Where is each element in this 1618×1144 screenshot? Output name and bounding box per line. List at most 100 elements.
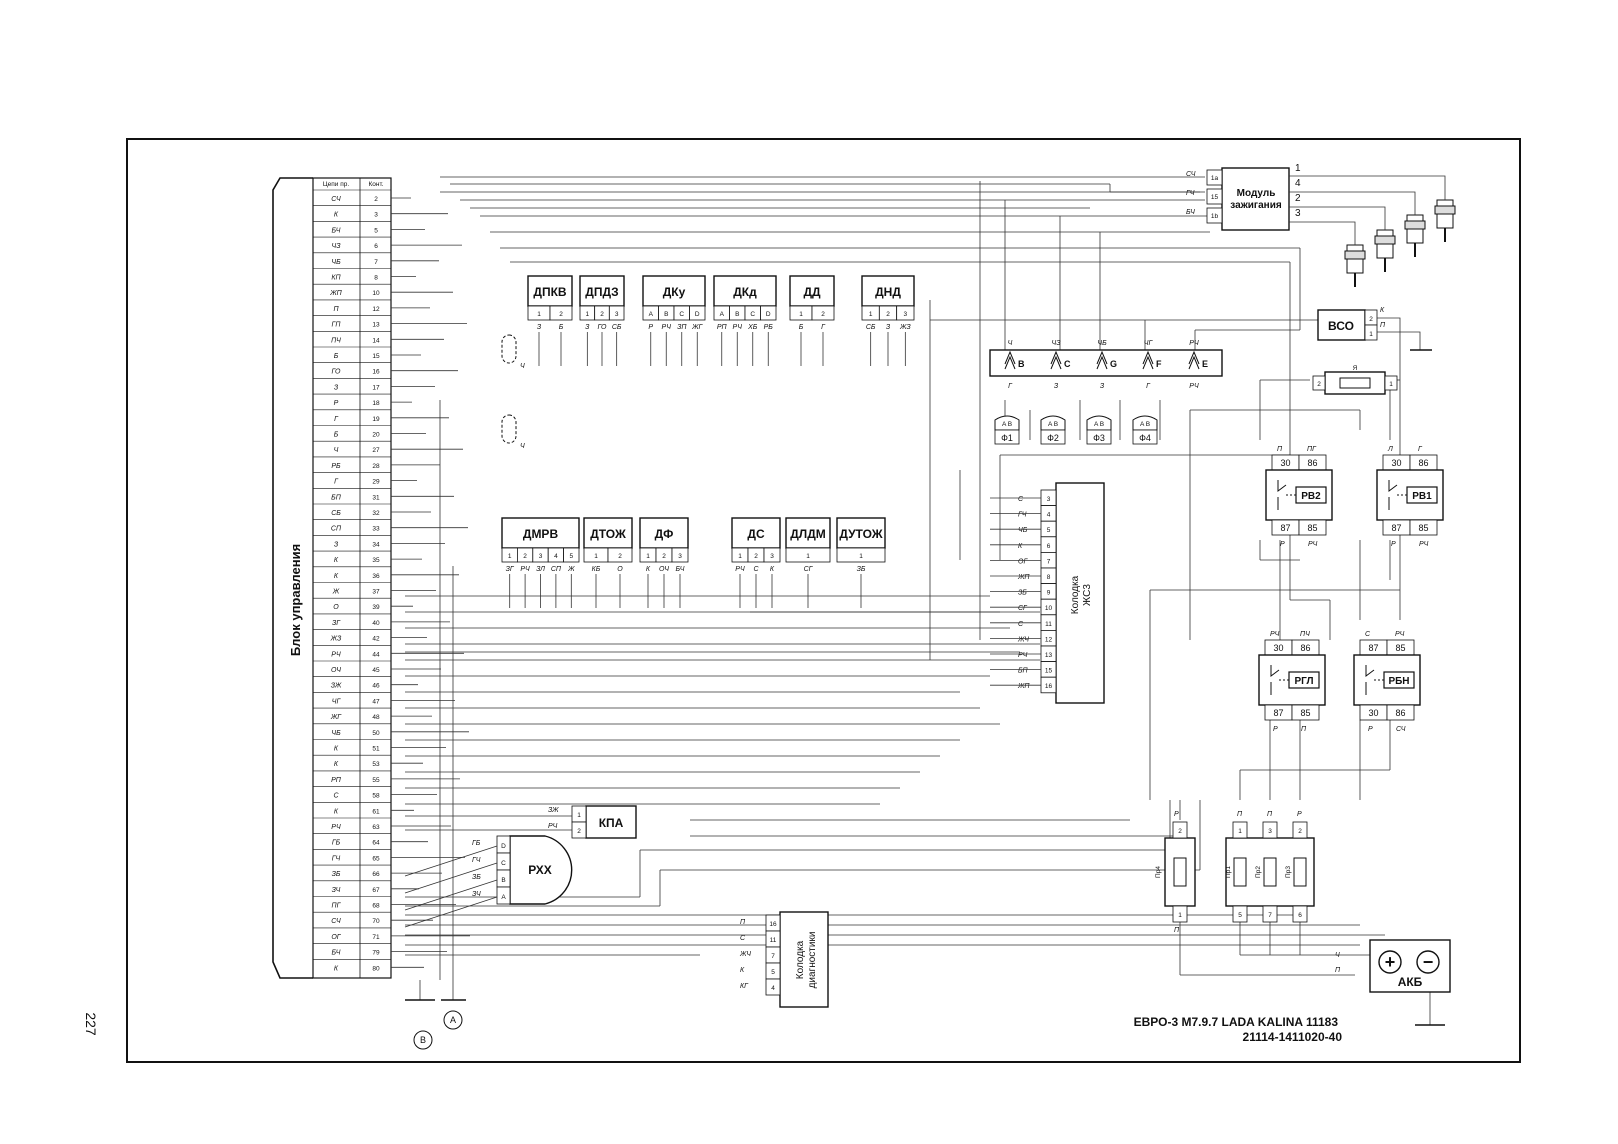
sensor-pin: 1 bbox=[859, 553, 863, 560]
relay-pin: 85 bbox=[1395, 643, 1405, 653]
relay-wire-label: ПЧ bbox=[1300, 631, 1310, 638]
ecu-contact-cell: 48 bbox=[372, 714, 380, 721]
ecu-contact-cell: 2 bbox=[374, 196, 378, 203]
sensor-pin: A bbox=[720, 311, 725, 318]
jcs-wire-label: ЗБ bbox=[1018, 590, 1027, 597]
relay-switch-icon bbox=[1365, 665, 1375, 695]
ecu-contact-cell: 53 bbox=[372, 761, 380, 768]
jcs-pin: 10 bbox=[1045, 605, 1053, 612]
sensor-label: ДУТОЖ bbox=[839, 527, 882, 541]
rxx-wire-label: ГЧ bbox=[472, 857, 481, 864]
ignition-wire-label: СЧ bbox=[1186, 171, 1196, 178]
ecu-circuit-cell: ЗБ bbox=[332, 871, 341, 878]
jcs-pin: 6 bbox=[1047, 543, 1051, 550]
ecu-contact-cell: 40 bbox=[372, 620, 380, 627]
sensor-label: ДЛДМ bbox=[790, 527, 826, 541]
sensor-pin: D bbox=[695, 311, 700, 318]
jcs-pin: 15 bbox=[1045, 668, 1053, 675]
sensor-wire-label: РЧ bbox=[520, 566, 530, 573]
ecu-wires bbox=[391, 197, 470, 968]
ecu-contact-cell: 37 bbox=[372, 589, 380, 596]
sensors-mid-group: ДМРВ1ЗГ2РЧ3ЗЛ4СП5ЖДТОЖ1КБ2ОДФ1К2ОЧ3БЧДС1… bbox=[501, 517, 886, 608]
relay-pin: 86 bbox=[1300, 643, 1310, 653]
sensor-pin: D bbox=[766, 311, 771, 318]
sensor-wire-label: К bbox=[770, 566, 775, 573]
svg-text:2: 2 bbox=[1178, 828, 1182, 835]
ecu-contact-cell: 33 bbox=[372, 526, 380, 533]
sensor-wire-label: БЧ bbox=[676, 566, 685, 573]
ecu-circuit-cell: БП bbox=[331, 494, 342, 501]
svg-text:2: 2 bbox=[1317, 381, 1321, 388]
sensor-pin: C bbox=[750, 311, 755, 318]
relay-pin: 30 bbox=[1368, 708, 1378, 718]
ecu-circuit-cell: СП bbox=[331, 526, 342, 533]
ecu-contact-cell: 68 bbox=[372, 903, 380, 910]
jcs-pin: 13 bbox=[1045, 652, 1053, 659]
ecu-circuit-cell: К bbox=[334, 557, 339, 564]
ecu-circuit-cell: С bbox=[333, 793, 339, 800]
page-number: 227 bbox=[83, 1012, 99, 1036]
relay-pin: 86 bbox=[1418, 458, 1428, 468]
relay-switch-icon bbox=[1270, 665, 1280, 695]
svg-text:КПА: КПА bbox=[599, 816, 624, 830]
fuse-label: Пр3 bbox=[1285, 866, 1292, 878]
jcs-pin: 16 bbox=[1045, 683, 1053, 690]
injector-label: Ф1 bbox=[1001, 433, 1013, 443]
sensor-pin: 2 bbox=[662, 553, 666, 560]
relay-wire-label: Р bbox=[1391, 541, 1396, 548]
svg-text:РХХ: РХХ bbox=[528, 863, 552, 877]
injector-connector-icon bbox=[1004, 350, 1016, 370]
battery-minus-icon: − bbox=[1423, 952, 1434, 972]
svg-text:АКБ: АКБ bbox=[1398, 975, 1423, 989]
relay-pin: 86 bbox=[1395, 708, 1405, 718]
sensor-pin: 2 bbox=[754, 553, 758, 560]
rxx-pin: A bbox=[501, 894, 506, 901]
injector-label: Ф2 bbox=[1047, 433, 1059, 443]
injector-bottom-wire: Г bbox=[1008, 383, 1013, 390]
injector-connector-icon bbox=[1142, 350, 1154, 370]
ecu-circuit-cell: П bbox=[333, 306, 339, 313]
relay-wire-label: РЧ bbox=[1270, 631, 1280, 638]
ecu-contact-cell: 63 bbox=[372, 824, 380, 831]
ecu-contact-cell: 47 bbox=[372, 698, 380, 705]
vso-unit: ВСО 2 1 К П bbox=[1317, 307, 1432, 351]
svg-text:1: 1 bbox=[1369, 331, 1373, 338]
svg-text:Колодка: Колодка bbox=[795, 940, 806, 979]
relay-pin: 87 bbox=[1273, 708, 1283, 718]
ecu-contact-cell: 67 bbox=[372, 887, 380, 894]
ecu-contact-cell: 5 bbox=[374, 227, 378, 234]
ignition-wire-label: БЧ bbox=[1186, 209, 1195, 216]
ecu-contact-cell: 64 bbox=[372, 840, 380, 847]
fuse-wire-label: Р bbox=[1297, 811, 1302, 818]
diag-wire-label: П bbox=[740, 919, 746, 926]
ecu-contact-cell: 55 bbox=[372, 777, 380, 784]
ecu-circuit-cell: ЖП bbox=[329, 290, 342, 297]
diag-pin: 11 bbox=[770, 937, 777, 944]
rxx-wire-label: ГБ bbox=[472, 840, 481, 847]
sensor-wire-label: Г bbox=[821, 324, 826, 331]
ground-a: A bbox=[441, 999, 466, 1030]
relay-label: РБН bbox=[1388, 676, 1409, 687]
jcs-pin: 3 bbox=[1047, 496, 1051, 503]
ecu-contact-cell: 20 bbox=[372, 432, 380, 439]
ecu-circuit-cell: ЗГ bbox=[332, 620, 341, 627]
diag-pin: 7 bbox=[771, 953, 775, 960]
ecu-contact-cell: 65 bbox=[372, 855, 380, 862]
sensor-pin: 1 bbox=[594, 553, 598, 560]
injector-connector-icon bbox=[1050, 350, 1062, 370]
sensor-pin: 2 bbox=[600, 311, 604, 318]
relay-wire-label: РЧ bbox=[1419, 541, 1429, 548]
relay-pin: 85 bbox=[1300, 708, 1310, 718]
ecu-contact-cell: 19 bbox=[372, 416, 380, 423]
ecu-circuit-cell: ГЧ bbox=[332, 855, 341, 862]
relay-label: РВ2 bbox=[1301, 491, 1321, 502]
relay-wire-label: С bbox=[1365, 631, 1371, 638]
ecu-contact-cell: 58 bbox=[372, 793, 380, 800]
sensor-pin: 3 bbox=[678, 553, 682, 560]
